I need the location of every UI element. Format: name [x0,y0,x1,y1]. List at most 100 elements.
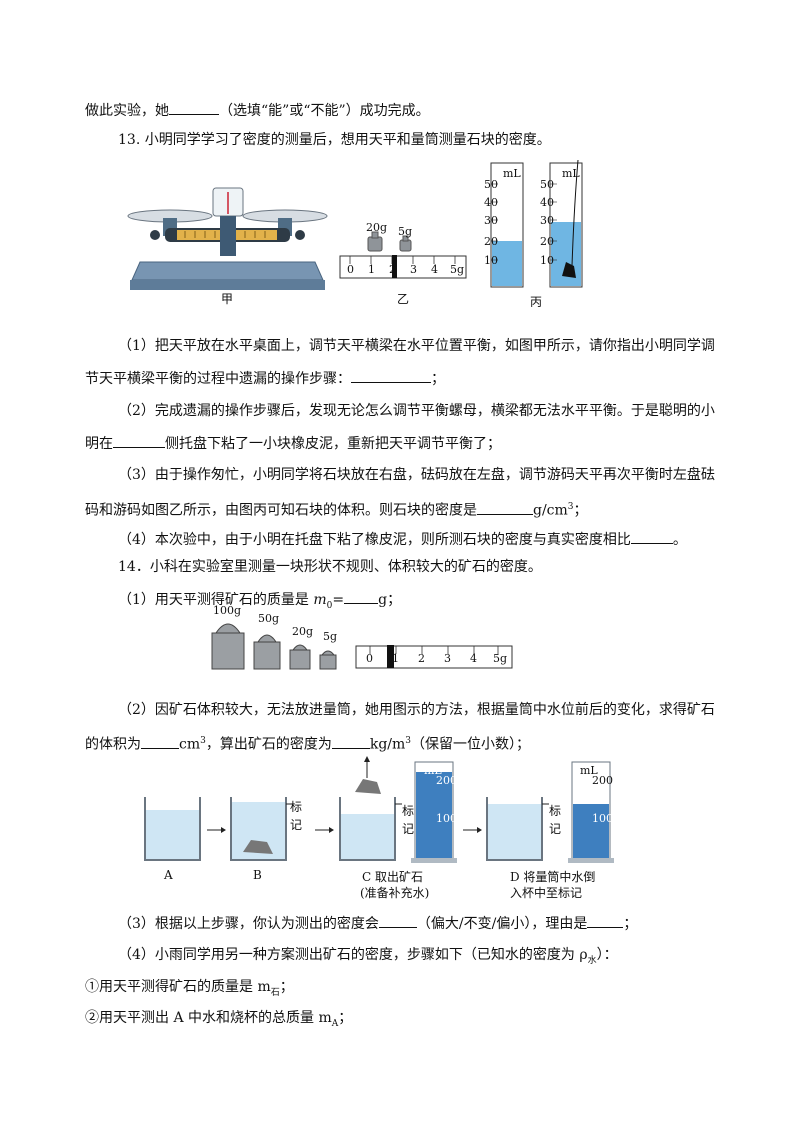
rider-tick-3: 3 [410,263,417,276]
answer-blank[interactable] [477,500,533,515]
weight-label-5g: 5g [398,225,413,238]
text: ； [431,371,445,387]
rider-tick-1: 1 [368,263,375,276]
text: = [332,592,345,608]
text: 节天平横梁平衡的过程中遗漏的操作步骤： [85,371,351,387]
weight-label-20g: 20g [366,221,388,234]
mark-label-c-1: 标 [402,804,415,818]
cyl2-tick-50: 50 [540,178,554,191]
label-A: A [164,868,173,882]
q13-part1-b: 节天平横梁平衡的过程中遗漏的操作步骤： ； [85,368,445,389]
text: ； [623,916,638,932]
text: 明在 [85,436,113,452]
text: 做此实验，她 [85,103,169,119]
text: ； [573,502,588,519]
cylC-tick-200: 200 [436,774,457,787]
cyl1-tick-20: 20 [484,235,498,248]
q14-rider-1: 1 [392,652,399,665]
text: （4）本次验中，由于小明在托盘下粘了橡皮泥，则所测石块的密度与真实密度相比 [118,532,631,548]
cyl1-tick-50: 50 [484,178,498,191]
cylC-unit: mL [424,764,442,777]
text: g/cm [533,502,568,519]
answer-blank[interactable] [169,100,219,115]
q14-part1: （1）用天平测得矿石的质量是 m0=g； [118,589,401,616]
label-D1: D 将量筒中水倒 [510,870,596,884]
cyl2-tick-10: 10 [540,254,554,267]
text: 码和游码如图乙所示，由图丙可知石块的体积。则石块的密度是 [85,502,477,519]
cylinders-bing [490,159,583,288]
cyl1-tick-30: 30 [484,214,498,227]
label-C1: C 取出矿石 [362,870,423,884]
subscript: 0 [326,600,333,611]
subscript: 石 [270,987,280,998]
cylD-unit: mL [580,764,598,777]
subscript: 水 [587,955,597,966]
superscript: 3 [200,736,206,746]
q13-part2-b: 明在 侧托盘下粘了一小块橡皮泥，重新把天平调节平衡了； [85,433,501,454]
answer-blank[interactable] [344,589,379,604]
text: cm [179,736,201,753]
cyl1-tick-40: 40 [484,196,498,209]
q14-rider-4: 4 [470,652,477,665]
text: （3）根据以上步骤，你认为测出的密度会 [118,916,379,932]
q14-rider-2: 2 [418,652,425,665]
step-1: ①用天平测得矿石的质量是 m石； [85,977,294,1003]
answer-blank[interactable] [351,368,431,383]
mark-label-c-2: 记 [402,822,415,836]
text: ； [338,1010,353,1026]
text: （保留一位小数）； [411,736,531,753]
answer-blank[interactable] [113,433,165,448]
answer-blank[interactable] [630,529,673,544]
q13-part4: （4）本次验中，由于小明在托盘下粘了橡皮泥，则所测石块的密度与真实密度相比 。 [118,529,687,550]
text: （4）小雨同学用另一种方案测出矿石的密度，步骤如下（已知水的密度为 ρ [118,947,588,963]
rider-tick-0: 0 [347,263,354,276]
mark-label-b-2: 记 [290,818,303,832]
text: （1）用天平测得矿石的质量是 [118,592,314,608]
q14-rider-3: 3 [444,652,451,665]
text: ①用天平测得矿石的质量是 m [85,979,271,995]
answer-blank[interactable] [141,734,179,749]
superscript: 3 [405,736,412,746]
label-C2: (准备补充水) [360,886,430,900]
rider-tick-5g: 5g [450,263,465,276]
line-prev-question: 做此实验，她 （选填“能”或“不能”）成功完成。 [85,100,430,121]
text: kg/m [369,736,406,753]
weight-5g: 5g [323,630,338,643]
q13-part1-a: （1）把天平放在水平桌面上，调节天平横梁在水平位置平衡，如图甲所示，请你指出小明… [118,338,715,354]
cylC-tick-100: 100 [436,812,457,825]
text: ，算出矿石的密度为 [205,736,332,753]
q14-rider-5g: 5g [493,652,508,665]
q14-part2-a: （2）因矿石体积较大，无法放进量筒，她用图示的方法，根据量筒中水位前后的变化，求… [118,702,715,718]
text: 侧托盘下粘了一小块橡皮泥，重新把天平调节平衡了； [165,436,501,452]
superscript: 3 [567,502,574,512]
rider-tick-2: 2 [389,263,396,276]
cylinder2-unit: mL [562,167,580,180]
q14-rider-0: 0 [366,652,373,665]
weight-100g: 100g [213,604,242,617]
subscript: A [331,1018,339,1029]
q14-part4: （4）小雨同学用另一种方案测出矿石的密度，步骤如下（已知水的密度为 ρ水）： [118,945,618,971]
mark-label-b-1: 标 [290,800,303,814]
beaker-process-figure [144,756,614,863]
answer-blank[interactable] [587,913,624,928]
text: ； [279,979,294,995]
answer-blank[interactable] [331,734,370,749]
text: 。 [672,532,687,548]
text: ②用天平测出 A 中水和烧杯的总质量 m [85,1010,332,1026]
text: g； [378,592,402,608]
text: （偏大/不变/偏小），理由是 [416,916,588,932]
q13-part3-a: （3）由于操作匆忙，小明同学将石块放在右盘，砝码放在左盘，调节游码天平再次平衡时… [118,467,715,483]
weight-50g: 50g [258,612,280,625]
answer-blank[interactable] [378,913,417,928]
label-D2: 入杯中至标记 [510,886,583,900]
q13-part3-b: 码和游码如图乙所示，由图丙可知石块的体积。则石块的密度是 g/cm3； [85,497,588,521]
label-jia: 甲 [221,292,234,306]
weights-q14 [211,623,513,670]
text: 的体积为 [85,736,141,753]
text: （选填“能”或“不能”）成功完成。 [219,103,430,119]
cyl1-tick-10: 10 [484,254,498,267]
cyl2-tick-20: 20 [540,235,554,248]
q13-part2-a: （2）完成遗漏的操作步骤后，发现无论怎么调节平衡螺母，横梁都无法水平平衡。于是聪… [118,403,715,419]
cyl2-tick-30: 30 [540,214,554,227]
